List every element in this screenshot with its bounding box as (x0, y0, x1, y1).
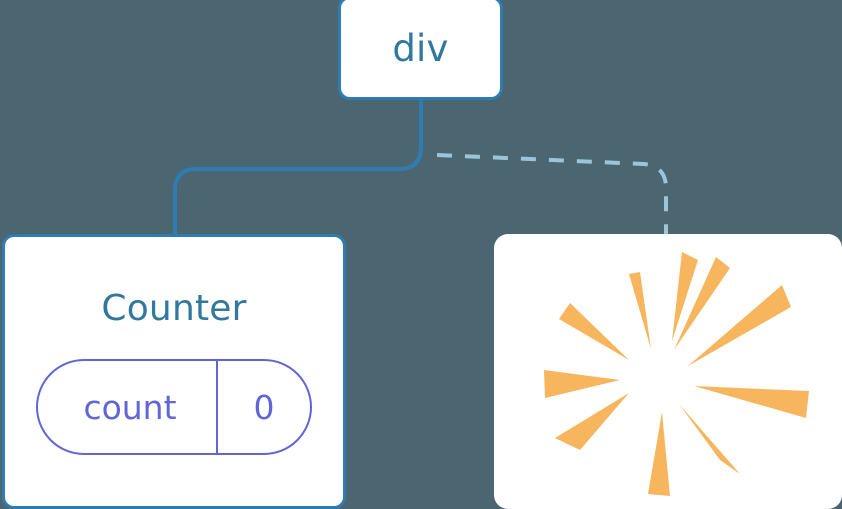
state-pill-key: count (83, 387, 177, 427)
state-pill-wrapper: count 0 (5, 359, 343, 455)
render-burst-icon (544, 252, 809, 496)
state-pill-value: 0 (216, 361, 310, 453)
burst-ray (559, 303, 629, 360)
burst-ray (672, 252, 698, 341)
burst-ray (694, 386, 809, 418)
burst-ray (688, 285, 791, 366)
node-div[interactable]: div (338, 0, 503, 100)
edge-div-to-counter (173, 100, 423, 236)
node-div-label: div (392, 26, 449, 70)
burst-ray (679, 404, 740, 474)
node-counter[interactable]: Counter count 0 (2, 234, 346, 509)
burst-ray (544, 370, 620, 398)
burst-ray (629, 272, 651, 349)
state-pill[interactable]: count 0 (36, 359, 312, 455)
node-render-burst[interactable] (494, 234, 842, 509)
burst-ray (648, 412, 670, 496)
edge-div-to-burst (436, 153, 668, 236)
burst-ray (674, 257, 730, 350)
burst-ray (555, 393, 629, 450)
node-counter-label: Counter (101, 288, 247, 329)
